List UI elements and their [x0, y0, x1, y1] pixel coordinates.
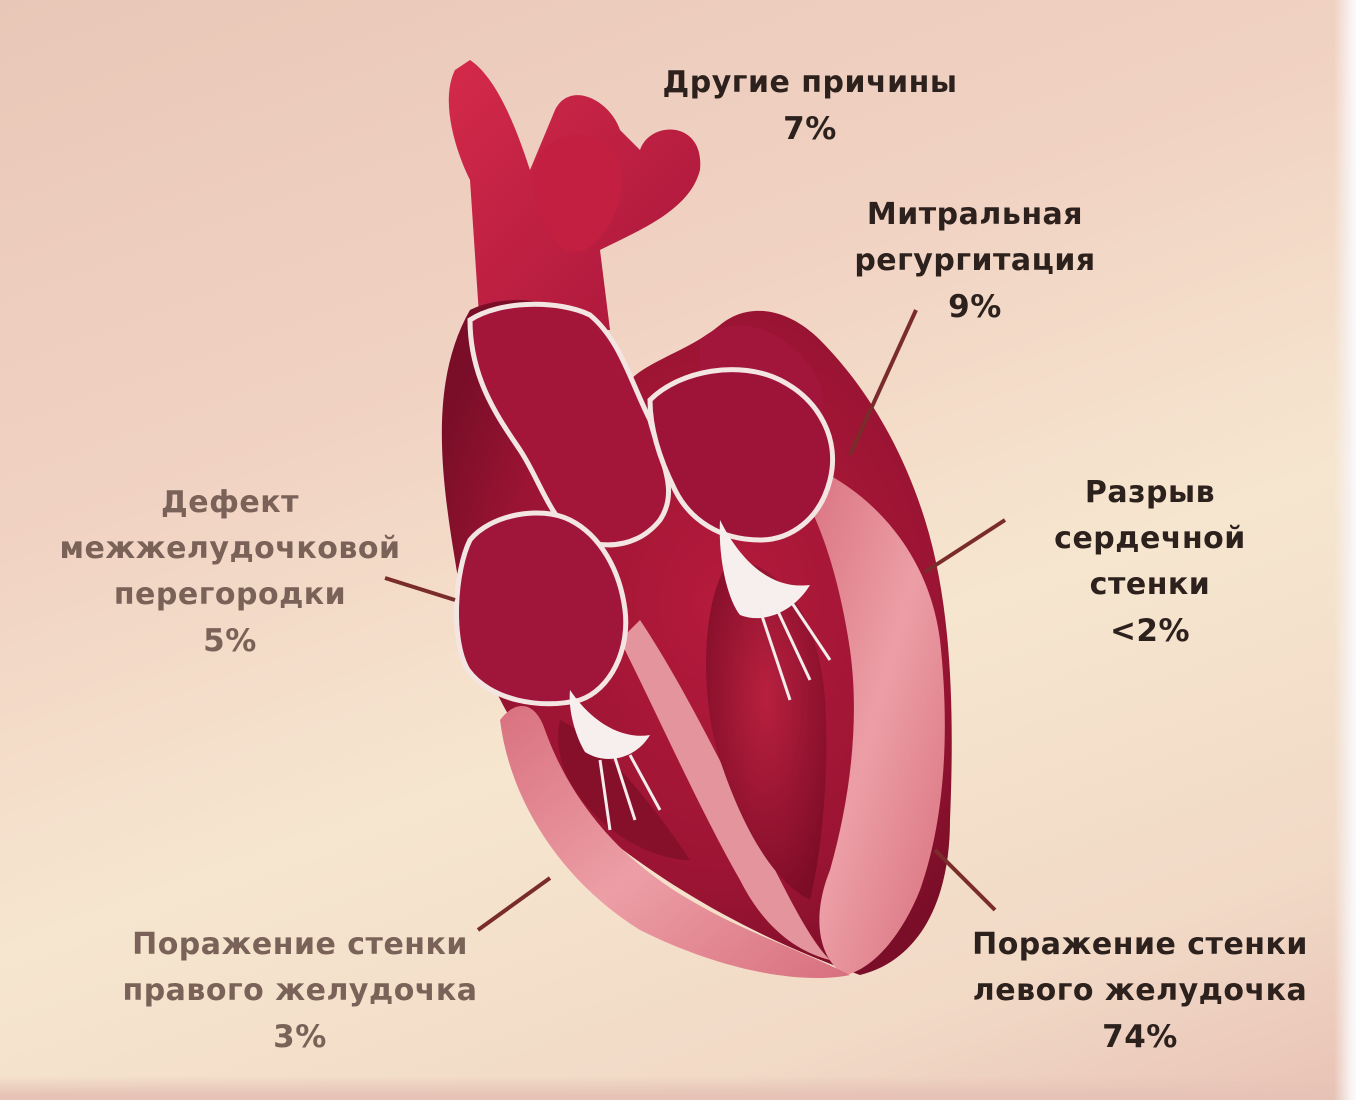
label-rupture-pct: <2% — [985, 608, 1315, 654]
label-rv-pct: 3% — [100, 1014, 500, 1060]
label-mitral-pct: 9% — [810, 284, 1140, 330]
label-mitral-line1: Митральная — [810, 192, 1140, 238]
label-mitral-regurgitation: Митральная регургитация 9% — [810, 192, 1140, 330]
label-septal-line1: Дефект — [35, 480, 425, 526]
label-left-ventricle-wall: Поражение стенки левого желудочка 74% — [950, 922, 1330, 1060]
label-rv-line2: правого желудочка — [100, 968, 500, 1014]
label-other-causes-text: Другие причины — [600, 60, 1020, 106]
label-septal-line2: межжелудочковой — [35, 526, 425, 572]
pointer-lv — [935, 850, 995, 910]
label-lv-line1: Поражение стенки — [950, 922, 1330, 968]
label-rv-line1: Поражение стенки — [100, 922, 500, 968]
label-rupture-line1: Разрыв сердечной — [985, 470, 1315, 562]
label-rupture-line2: стенки — [985, 562, 1315, 608]
label-right-ventricle-wall: Поражение стенки правого желудочка 3% — [100, 922, 500, 1060]
label-septal-pct: 5% — [35, 618, 425, 664]
label-lv-pct: 74% — [950, 1014, 1330, 1060]
label-other-causes: Другие причины 7% — [600, 60, 1020, 152]
label-lv-line2: левого желудочка — [950, 968, 1330, 1014]
label-wall-rupture: Разрыв сердечной стенки <2% — [985, 470, 1315, 654]
bottom-edge — [0, 1076, 1356, 1100]
label-septal-defect: Дефект межжелудочковой перегородки 5% — [35, 480, 425, 664]
label-other-causes-pct: 7% — [600, 106, 1020, 152]
label-mitral-line2: регургитация — [810, 238, 1140, 284]
label-septal-line3: перегородки — [35, 572, 425, 618]
